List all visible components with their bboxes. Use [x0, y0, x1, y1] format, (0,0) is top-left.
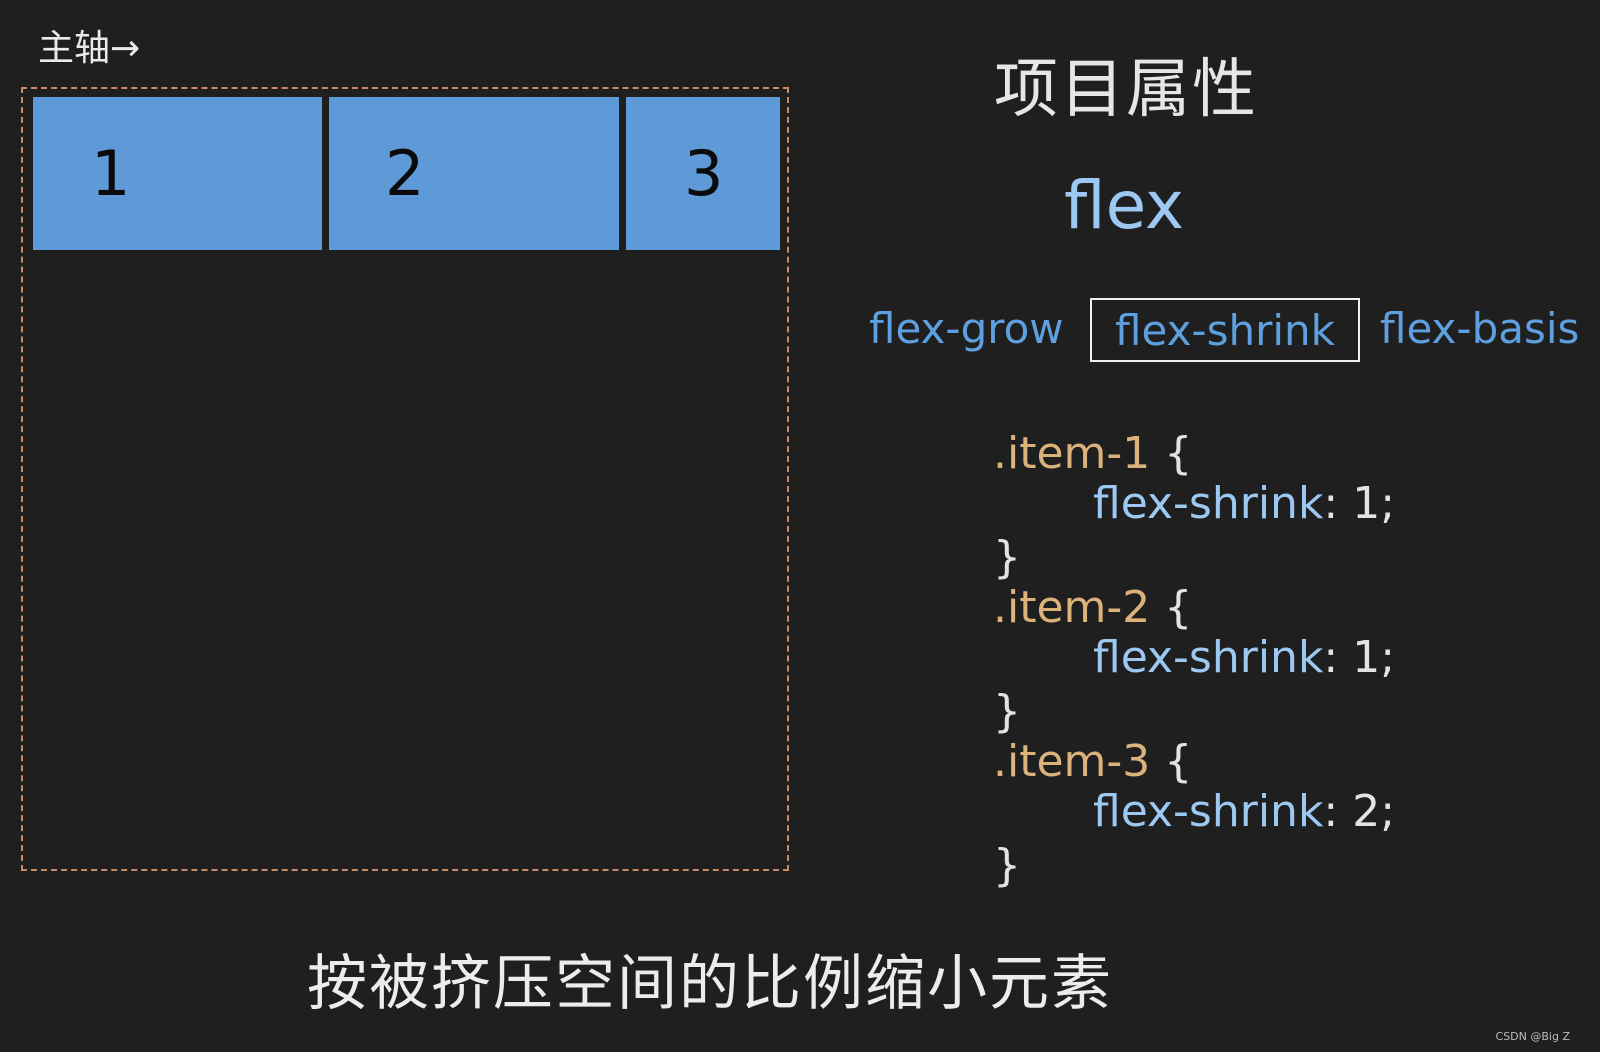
- watermark: CSDN @Big Z: [1495, 1030, 1570, 1043]
- code-open-brace: {: [1150, 582, 1193, 633]
- code-line-declaration: flex-shrink: 1;: [1093, 478, 1395, 530]
- flex-item-2: 2: [329, 97, 619, 250]
- code-close-brace: }: [993, 686, 1021, 737]
- flex-container: 1 2 3: [21, 87, 789, 871]
- code-close-brace: }: [993, 840, 1021, 891]
- section-heading: 项目属性: [994, 53, 1258, 127]
- code-property: flex-shrink: [1093, 786, 1324, 837]
- code-close-brace: }: [993, 532, 1021, 583]
- code-selector: .item-3: [993, 736, 1151, 787]
- tab-flex-grow: flex-grow: [869, 304, 1064, 353]
- main-axis-label: 主轴→: [38, 28, 141, 69]
- subtitle-caption: 按被挤压空间的比例缩小元素: [307, 949, 1113, 1019]
- code-open-brace: {: [1150, 428, 1193, 479]
- code-line-declaration: flex-shrink: 1;: [1093, 632, 1395, 684]
- code-selector: .item-2: [993, 582, 1151, 633]
- code-selector: .item-1: [993, 428, 1151, 479]
- code-property: flex-shrink: [1093, 478, 1324, 529]
- code-value: : 1;: [1323, 632, 1396, 683]
- flex-item-3: 3: [626, 97, 780, 250]
- code-property: flex-shrink: [1093, 632, 1324, 683]
- flex-item-1: 1: [33, 97, 322, 250]
- code-line-selector: .item-2 {: [993, 582, 1192, 634]
- property-name: flex: [1064, 167, 1185, 244]
- code-value: : 1;: [1323, 478, 1396, 529]
- tab-flex-shrink-selected: flex-shrink: [1090, 298, 1360, 362]
- code-open-brace: {: [1150, 736, 1193, 787]
- code-value: : 2;: [1323, 786, 1396, 837]
- code-line-declaration: flex-shrink: 2;: [1093, 786, 1395, 838]
- code-line-selector: .item-3 {: [993, 736, 1192, 788]
- tab-flex-basis: flex-basis: [1380, 304, 1580, 353]
- code-line-selector: .item-1 {: [993, 428, 1192, 480]
